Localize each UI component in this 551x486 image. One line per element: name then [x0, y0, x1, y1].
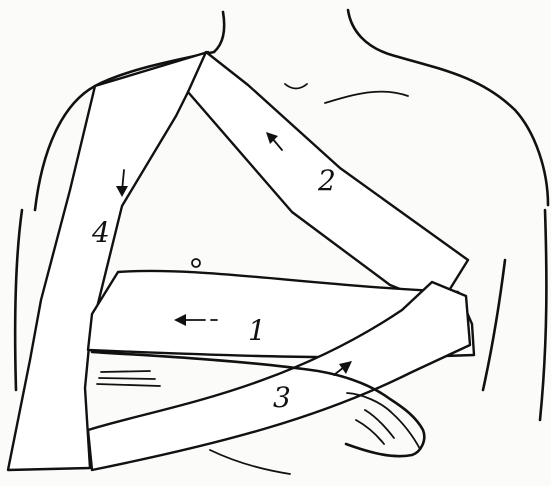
band-2-label: 2	[317, 164, 336, 197]
band-3-label: 3	[273, 381, 291, 414]
band-1-label: 1	[248, 314, 266, 347]
hand-outline	[347, 393, 420, 449]
nipples	[192, 252, 373, 267]
sleeve-shading	[97, 371, 160, 386]
band-4-label: 4	[91, 216, 110, 249]
